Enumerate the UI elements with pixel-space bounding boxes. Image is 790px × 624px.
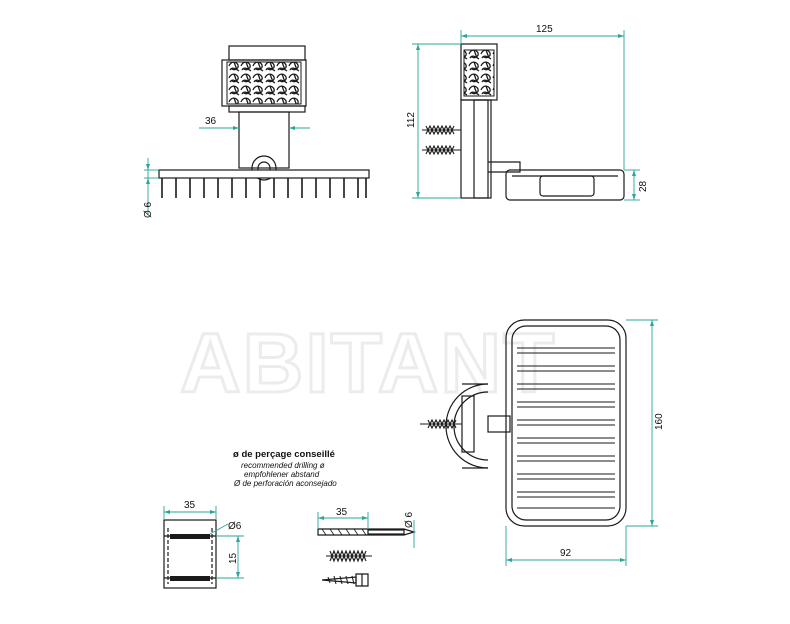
dim-drill-len: 35 bbox=[336, 507, 348, 518]
dim-rod-dia: Ø 6 bbox=[143, 201, 154, 218]
watermark-text: ABITANT bbox=[180, 316, 556, 410]
note-title: ø de perçage conseillé bbox=[233, 449, 335, 460]
dim-depth: 160 bbox=[654, 413, 665, 430]
note-line-en: recommended drilling ø bbox=[241, 461, 325, 470]
basket-tines bbox=[161, 178, 367, 198]
drill-plate: 35 Ø6 15 bbox=[163, 500, 244, 589]
dim-plate-w: 35 bbox=[184, 500, 196, 511]
note-line-de: empfohlener abstand bbox=[244, 470, 320, 479]
dim-plate-hole: Ø6 bbox=[228, 521, 242, 532]
basket-slats bbox=[517, 347, 615, 509]
dim-drill-dia: Ø 6 bbox=[404, 511, 415, 528]
drill-and-fixings: 35 Ø 6 bbox=[317, 507, 417, 587]
dim-basket-h: 28 bbox=[638, 180, 649, 192]
side-view: 125 112 28 bbox=[406, 24, 649, 201]
front-view: 36 Ø 6 bbox=[143, 45, 370, 218]
dim-collar: 36 bbox=[205, 116, 217, 127]
dim-width: 92 bbox=[560, 548, 572, 559]
dim-plate-h: 15 bbox=[228, 552, 239, 564]
note-line-es: Ø de perforación aconsejado bbox=[233, 479, 337, 488]
dim-height: 112 bbox=[406, 112, 417, 128]
dim-top-width: 125 bbox=[536, 24, 553, 35]
top-view: 160 92 bbox=[420, 319, 665, 566]
drilling-note: ø de perçage conseillé recommended drill… bbox=[233, 449, 337, 488]
